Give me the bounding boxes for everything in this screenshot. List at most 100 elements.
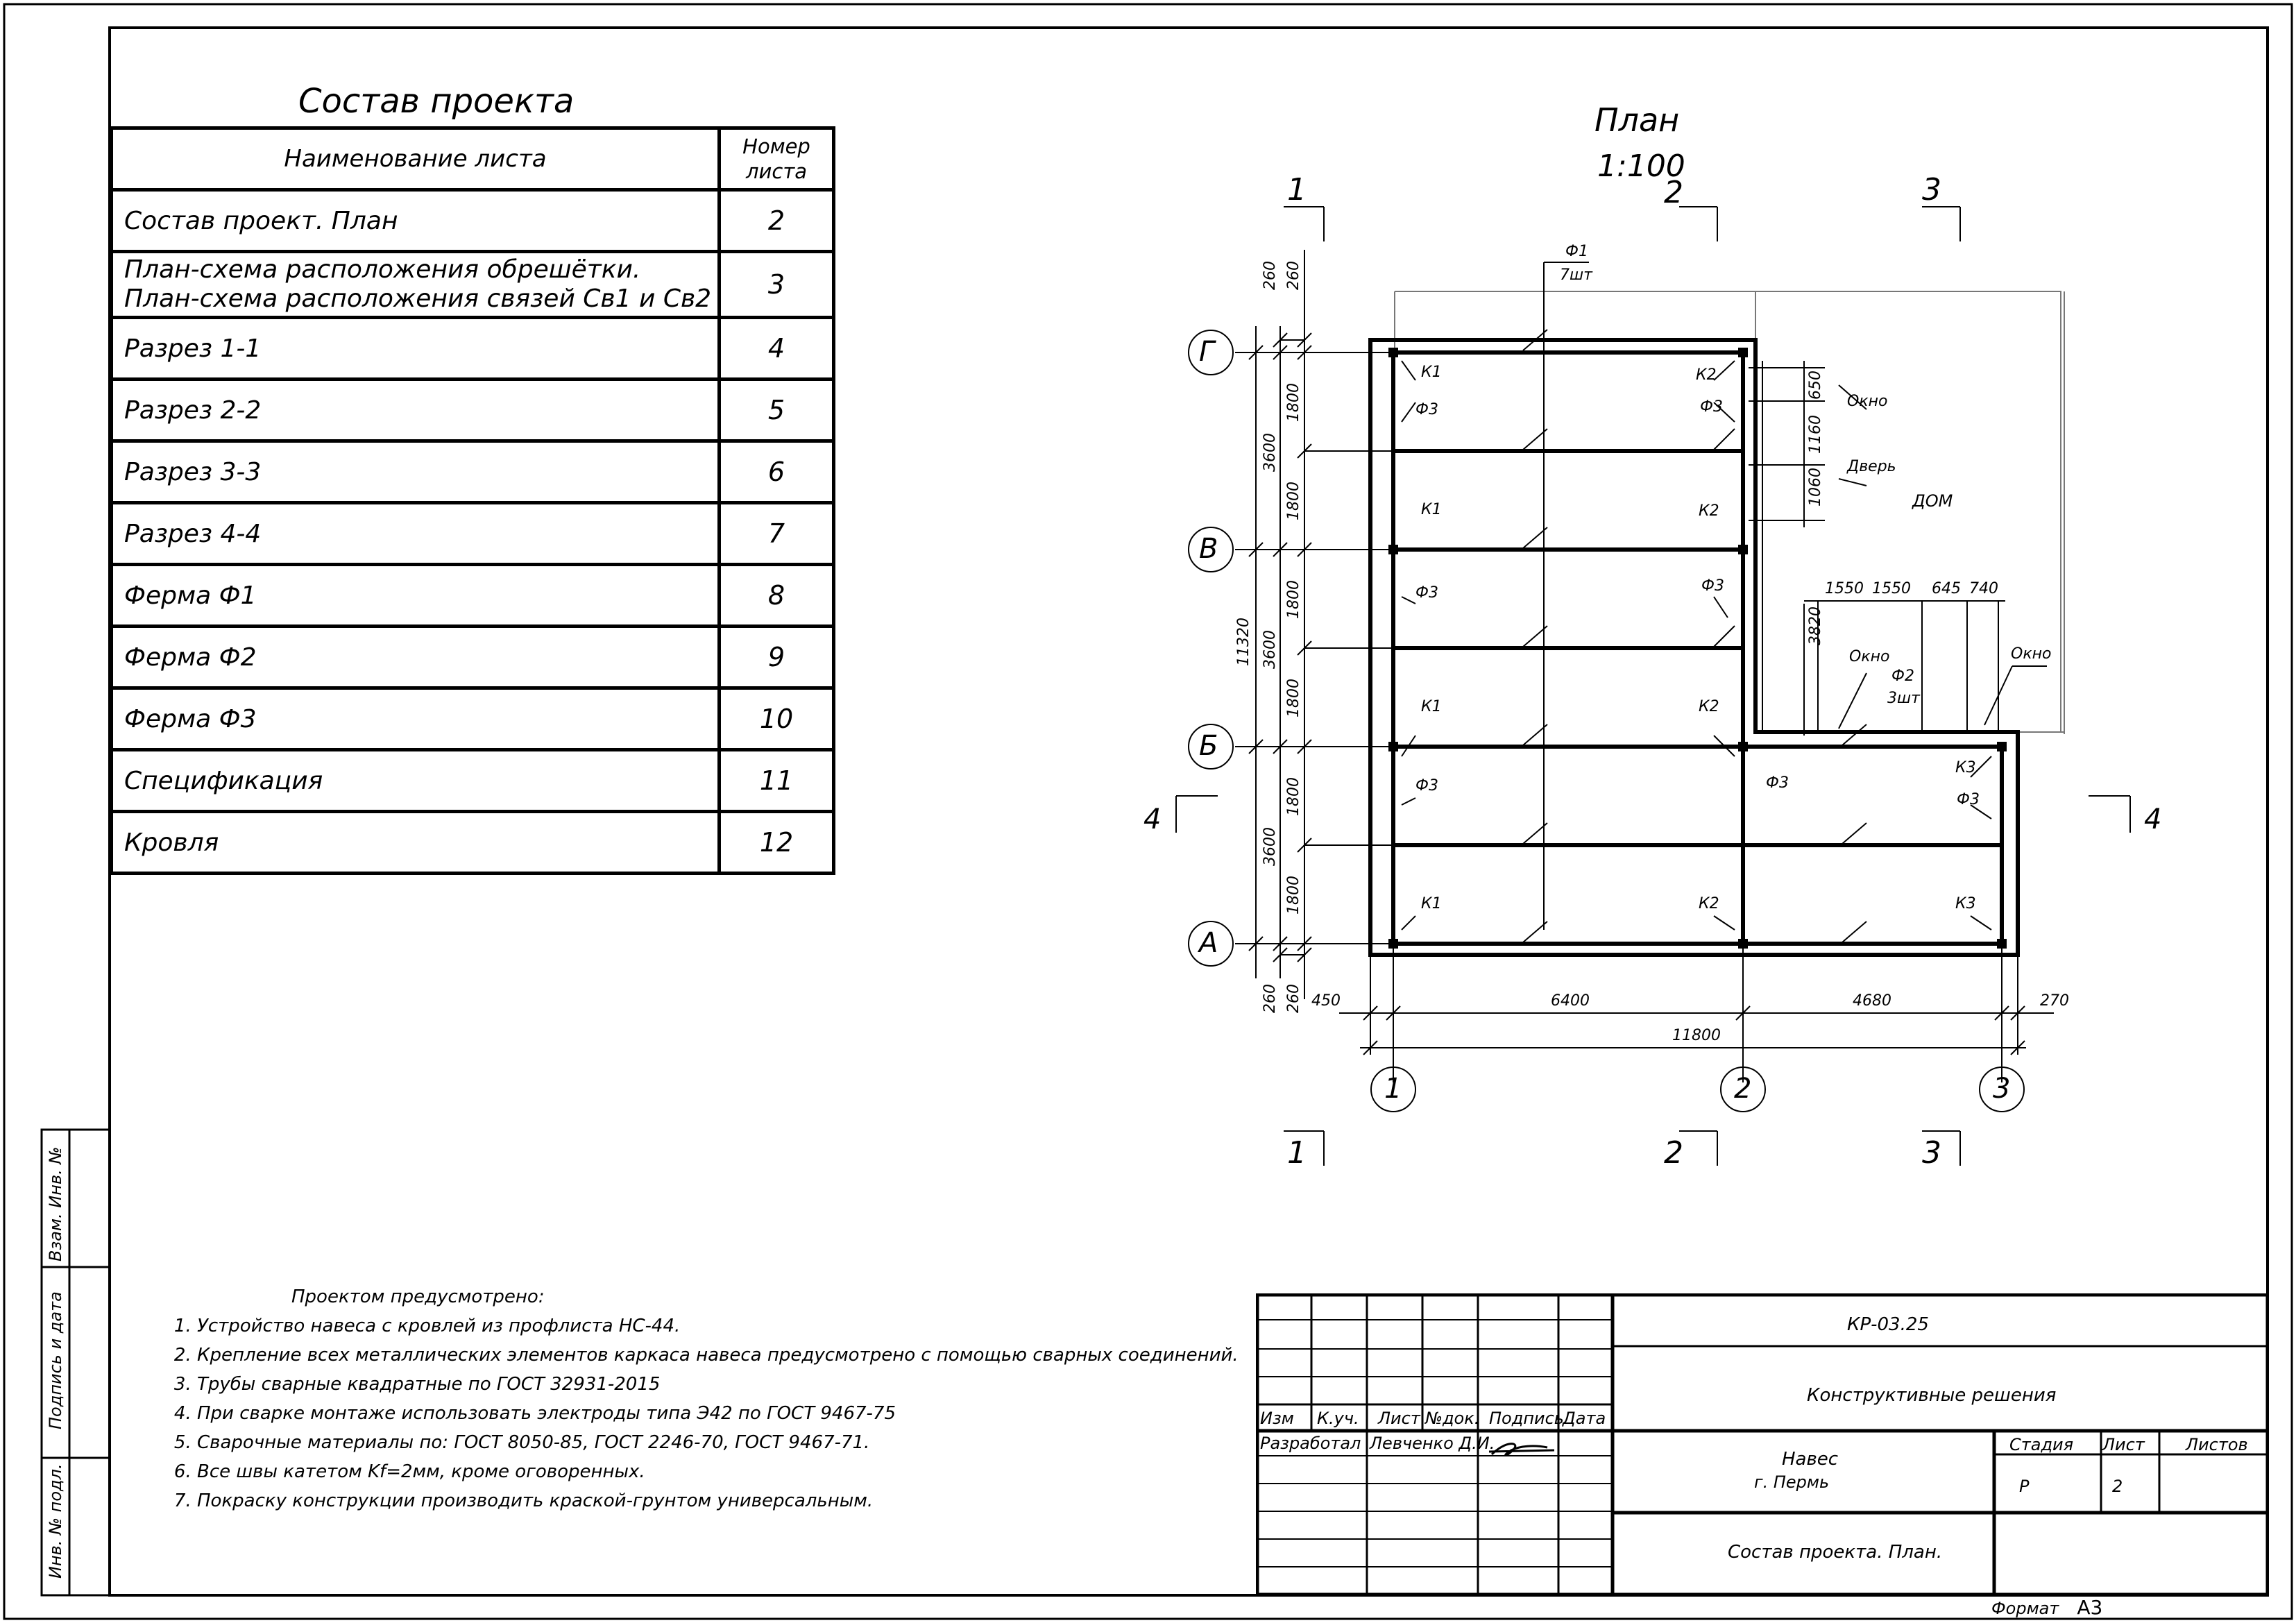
side-vzam: Взам. Инв. № [46,1146,65,1261]
tb-stage-value: Р [2019,1477,2030,1496]
label-f3: Ф3 [1766,774,1789,792]
list-item: Трубы сварные квадратные по ГОСТ 32931-2… [197,1370,1239,1399]
label-window-3: Окно [2011,645,2052,663]
list-item: Все швы катетом Kf=2мм, кроме оговоренны… [197,1457,1239,1486]
table-row: План-схема расположения обрешётки.План-с… [110,250,835,319]
dim-3600: 3600 [1261,630,1279,669]
side-stamp [40,1128,111,1597]
tb-developer-name: Левченко Д.И. [1370,1434,1495,1453]
plan-scale: 1:100 [1597,148,1685,184]
dim-260: 260 [1285,984,1302,1013]
dim-260: 260 [1261,984,1279,1013]
section-2-top: 2 [1664,175,1683,210]
label-f2-qty: 3шт [1887,690,1920,707]
dim-3600: 3600 [1261,827,1279,866]
dim-1160: 1160 [1807,415,1824,454]
label-f1: Ф1 [1565,243,1588,260]
label-f3: Ф3 [1700,398,1723,416]
dim-1800: 1800 [1285,777,1302,816]
tb-col-izm: Изм [1260,1409,1294,1428]
section-4-right: 4 [2144,804,2162,835]
label-k2: К2 [1696,366,1717,384]
list-item: При сварке монтаже использовать электрод… [197,1399,1239,1428]
signature-mark [1488,1443,1555,1456]
label-f3: Ф3 [1415,401,1438,418]
label-k2: К2 [1699,502,1719,520]
tb-sheet-value: 2 [2112,1477,2123,1496]
label-f3: Ф3 [1415,777,1438,794]
dim-270: 270 [2040,992,2069,1010]
dim-260: 260 [1285,261,1302,290]
outer-trim [3,3,2293,1620]
label-k2: К2 [1699,698,1719,715]
label-k2: К2 [1699,895,1719,912]
trusses [1391,350,2004,946]
label-k1: К1 [1421,501,1442,518]
dim-1800: 1800 [1285,383,1302,422]
dim-3600: 3600 [1261,433,1279,472]
tb-col-list: Лист [1378,1409,1420,1428]
tb-role-developer: Разработал [1260,1434,1361,1453]
label-f3: Ф3 [1957,791,1980,808]
tb-object-line1: Навес [1782,1449,1839,1470]
section-1-top: 1 [1287,172,1307,207]
label-k1: К1 [1421,364,1442,381]
label-f3: Ф3 [1701,577,1724,595]
label-f2: Ф2 [1891,668,1914,685]
general-notes: Проектом предусмотрено: Устройство навес… [167,1282,1239,1515]
axis-1: 1 [1384,1073,1402,1105]
dim-11800: 11800 [1672,1027,1721,1044]
axis-3: 3 [1993,1073,2011,1105]
tb-stage-label: Стадия [2009,1435,2074,1454]
dim-740: 740 [1969,580,1998,597]
dim-1550: 1550 [1825,580,1864,597]
label-k1: К1 [1421,895,1442,912]
dim-1800: 1800 [1285,580,1302,619]
dim-1060: 1060 [1807,468,1824,507]
dim-1550: 1550 [1872,580,1911,597]
tb-object-line2: г. Пермь [1754,1472,1830,1492]
dim-1800: 1800 [1285,482,1302,520]
dim-1800: 1800 [1285,876,1302,915]
axis-b: Б [1199,730,1218,762]
dim-645: 645 [1932,580,1961,597]
notes-header: Проектом предусмотрено: [291,1286,545,1307]
section-1-bottom: 1 [1287,1135,1307,1171]
list-item: Устройство навеса с кровлей из профлиста… [197,1311,1239,1341]
dim-11320: 11320 [1235,618,1252,666]
section-3-bottom: 3 [1922,1135,1941,1171]
side-inv: Инв. № подл. [46,1463,65,1579]
axis-v: В [1199,533,1218,565]
section-4-left: 4 [1143,804,1162,835]
dim-450: 450 [1311,992,1341,1010]
label-house: ДОМ [1912,491,1953,511]
label-window-1: Окно [1847,393,1888,410]
tb-col-data: Дата [1563,1409,1606,1428]
inner-frame [108,26,2269,1597]
dim-3820: 3820 [1807,606,1824,645]
list-item: Крепление всех металлических элементов к… [197,1341,1239,1370]
dim-650: 650 [1807,371,1824,400]
label-f1-qty: 7шт [1560,266,1592,284]
plan-title: План [1595,101,1680,139]
tb-sheet-title: Состав проекта. План. [1728,1542,1943,1563]
title-block-grid [1256,1293,2269,1596]
label-window-2: Окно [1849,648,1890,665]
tb-col-podpis: Подпись [1489,1409,1564,1428]
label-k3: К3 [1955,895,1976,912]
axis-g: Г [1199,336,1215,368]
side-podpis: Подпись и дата [46,1291,65,1429]
